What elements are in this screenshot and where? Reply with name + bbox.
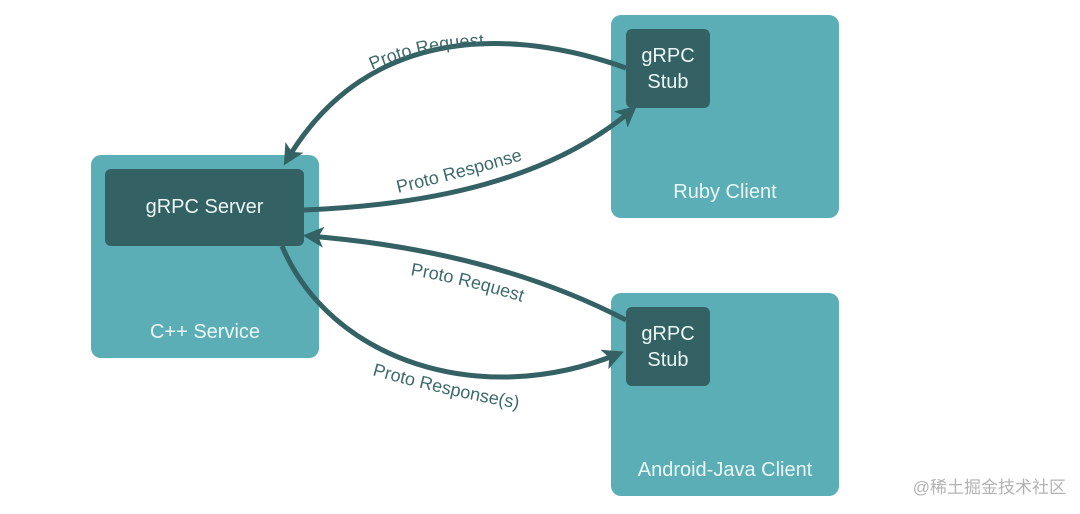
ruby-client-panel: Ruby Client [611, 15, 839, 218]
edge-ruby-response [303, 105, 637, 213]
grpc-server-box: gRPC Server [105, 169, 304, 246]
grpc-server-label: gRPC Server [145, 196, 264, 218]
ruby-stub-line2: Stub [647, 70, 689, 93]
android-grpc-stub-box: gRPC Stub [626, 307, 710, 386]
edge-ruby-request [283, 41, 627, 166]
ruby-stub-line1: gRPC [641, 44, 695, 67]
android-java-client-label: Android-Java Client [637, 459, 813, 481]
ruby-grpc-stub-box: gRPC Stub [626, 29, 710, 108]
edge-android-response [279, 245, 624, 380]
ruby-client-label: Ruby Client [673, 181, 777, 203]
edge-label-android-response: Proto Response(s) [371, 360, 521, 413]
cpp-service-label: C++ Service [149, 321, 261, 343]
android-stub-line1: gRPC [641, 322, 695, 345]
edge-android-request [302, 226, 628, 323]
android-stub-line2: Stub [647, 348, 689, 371]
watermark: @稀土掘金技术社区 [912, 478, 1066, 497]
edge-label-android-request: Proto Request [409, 259, 526, 306]
edge-label-ruby-request: Proto Request [366, 30, 484, 73]
